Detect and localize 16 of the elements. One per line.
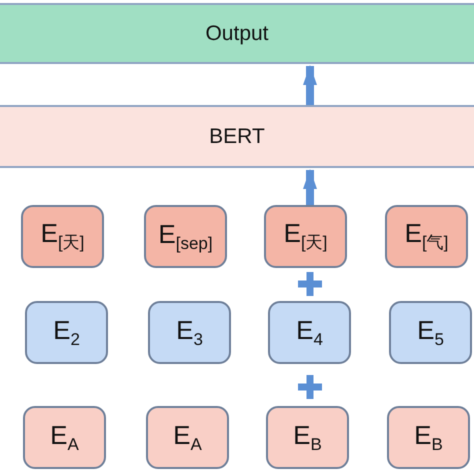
segment-embedding-box: E$_{B}$ — [387, 406, 470, 469]
token-embedding-box: E$_{[sep]}$ — [144, 205, 227, 268]
segment-embedding-box: E$_{A}$ — [146, 406, 229, 469]
token-embedding-box: E$_{[天]}$ — [264, 205, 347, 268]
output-band: Output — [0, 3, 474, 64]
position-embedding-box: E$_{5}$ — [389, 301, 472, 364]
token-embedding-box: E$_{[气]}$ — [385, 205, 468, 268]
position-embedding-box: E$_{3}$ — [148, 301, 231, 364]
position-embedding-box: E$_{2}$ — [25, 301, 108, 364]
token-embedding-box: E$_{[天]}$ — [21, 205, 104, 268]
position-embedding-box: E$_{4}$ — [268, 301, 351, 364]
segment-embedding-box: E$_{A}$ — [23, 406, 106, 469]
arrow — [303, 65, 317, 105]
segment-embedding-box: E$_{B}$ — [266, 406, 349, 469]
arrow — [303, 169, 317, 205]
model-band: BERT — [0, 105, 474, 168]
